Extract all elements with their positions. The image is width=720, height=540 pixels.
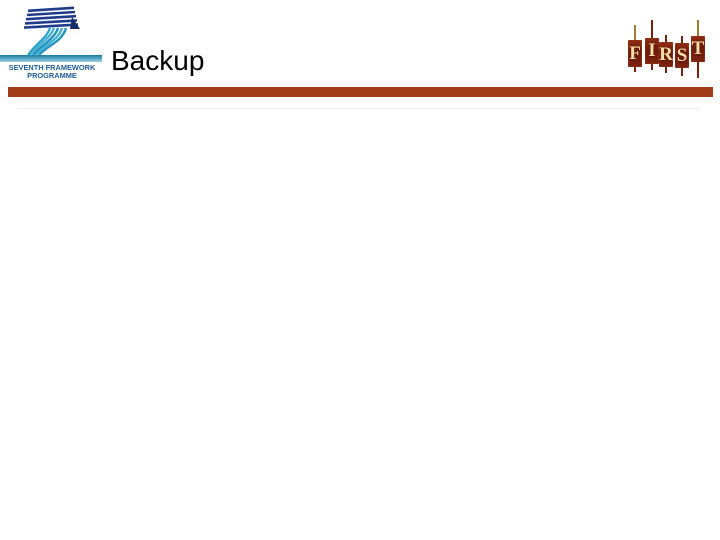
candle-wick-icon (681, 68, 683, 76)
candle-wick-icon (634, 25, 636, 40)
faint-separator-line (18, 108, 700, 109)
fp7-logo: SEVENTH FRAMEWORK PROGRAMME (0, 4, 102, 84)
fp7-caption-line1: SEVENTH FRAMEWORK (9, 63, 96, 72)
first-logo-letter: I (645, 38, 659, 64)
candle-wick-icon (697, 62, 699, 78)
candle-wick-icon (681, 36, 683, 43)
first-logo-letter: R (659, 42, 673, 67)
fp7-caption-line2: PROGRAMME (27, 71, 77, 80)
first-logo-letter: T (691, 36, 705, 62)
fp7-seven-glyph: SEVENTH FRAMEWORK PROGRAMME (0, 6, 102, 80)
slide-title: Backup (111, 45, 205, 76)
candle-wick-icon (665, 67, 667, 73)
slide-content-area (0, 110, 720, 540)
candle-wick-icon (665, 35, 667, 42)
candle-wick-icon (634, 67, 636, 72)
header-divider-bar (8, 87, 713, 97)
candle-wick-icon (651, 64, 653, 70)
candle-wick-icon (697, 20, 699, 36)
first-project-logo: F I R S T (625, 16, 717, 82)
candle-wick-icon (651, 20, 653, 38)
first-logo-letter: F (628, 40, 642, 67)
first-logo-letter: S (675, 43, 689, 68)
